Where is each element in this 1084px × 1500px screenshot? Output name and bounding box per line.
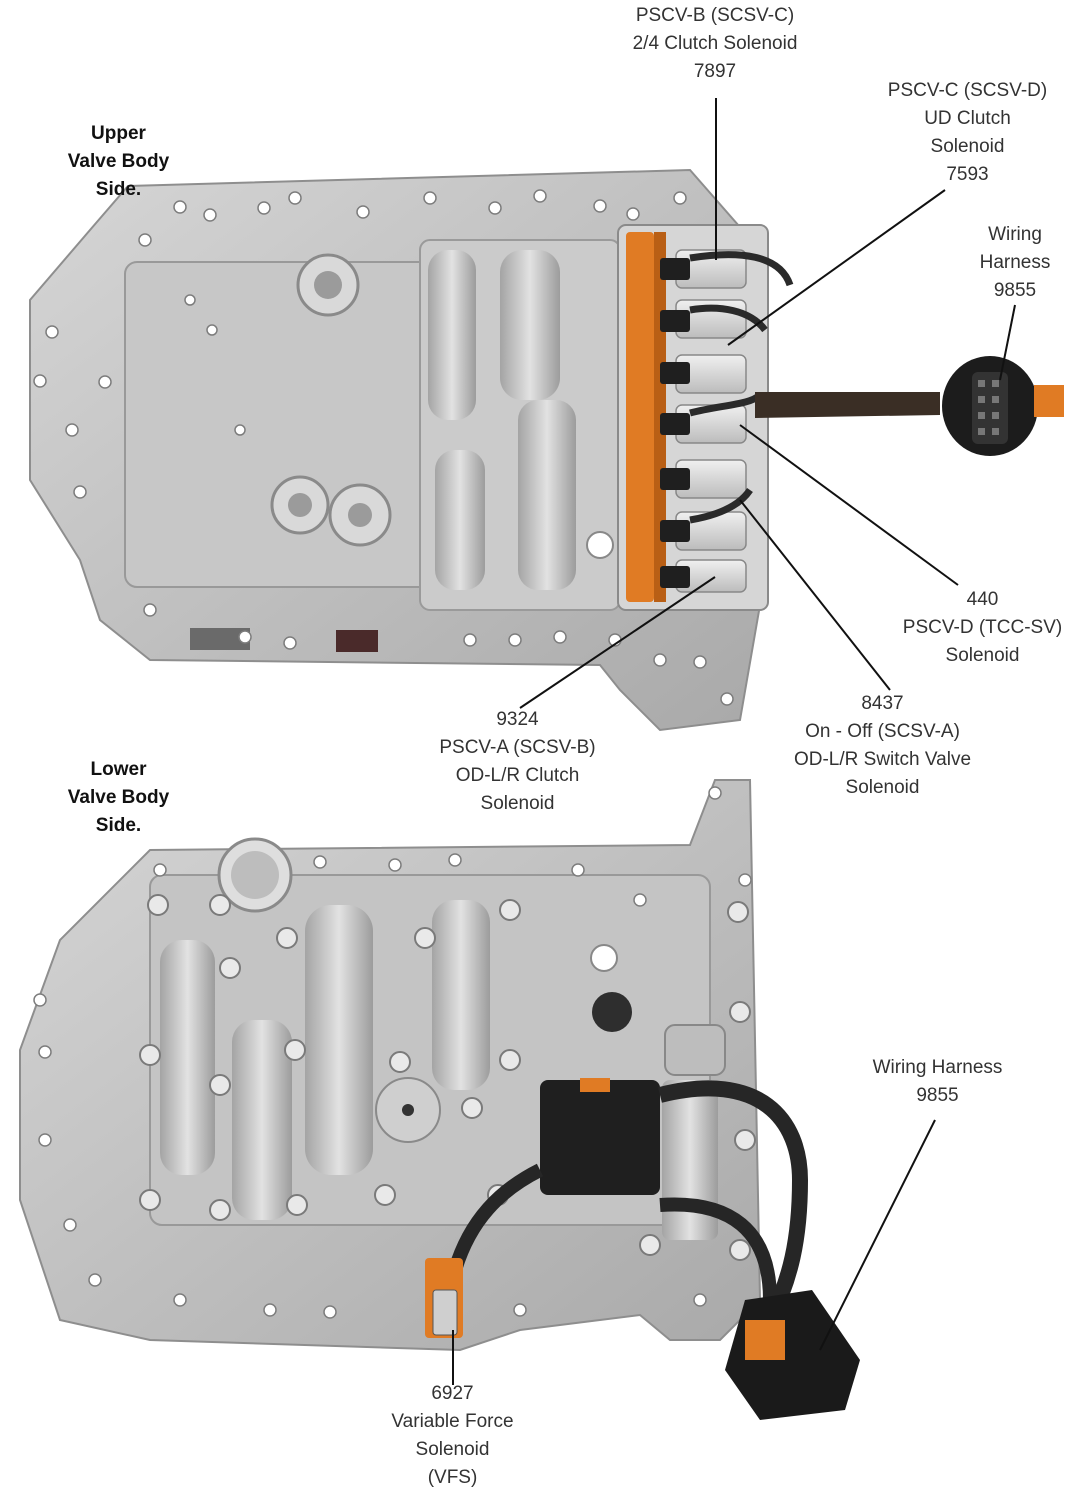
lower-valve-spool [160,940,215,1175]
variable-force-solenoid [425,1258,463,1338]
upper-solenoid-pack [617,224,794,611]
upper-valve-body [29,168,1064,732]
leader-harness-upper [999,304,1016,381]
upper-harness-cable [755,392,940,418]
lower-valve-body [19,779,860,1420]
leader-on-off [739,499,891,691]
lower-harness-connector [725,1290,860,1420]
lower-plate-holes [33,786,752,1319]
lower-harness-cable [658,1080,809,1324]
leader-pscv-a [519,576,716,709]
orange-solenoid-rail [626,232,654,602]
lower-boss [592,992,632,1032]
lower-valve-spool [232,1020,292,1220]
lower-solenoid-connector-block [540,1024,726,1240]
upper-valve-spool [428,250,476,420]
leader-lines [452,98,1016,1385]
leader-harness-lower [819,1119,936,1351]
lower-valve-spool [305,905,373,1175]
upper-valve-spool [500,250,560,400]
lower-valve-spool [432,900,490,1090]
upper-valve-spool [435,450,485,590]
leader-pscv-c [727,189,946,346]
leader-pscv-d [739,424,959,586]
harness-wire-group [689,251,794,524]
upper-plate-holes [33,189,734,706]
upper-valve-spool [518,400,576,590]
solenoid-connector [660,258,690,588]
upper-harness-connector [942,356,1064,456]
